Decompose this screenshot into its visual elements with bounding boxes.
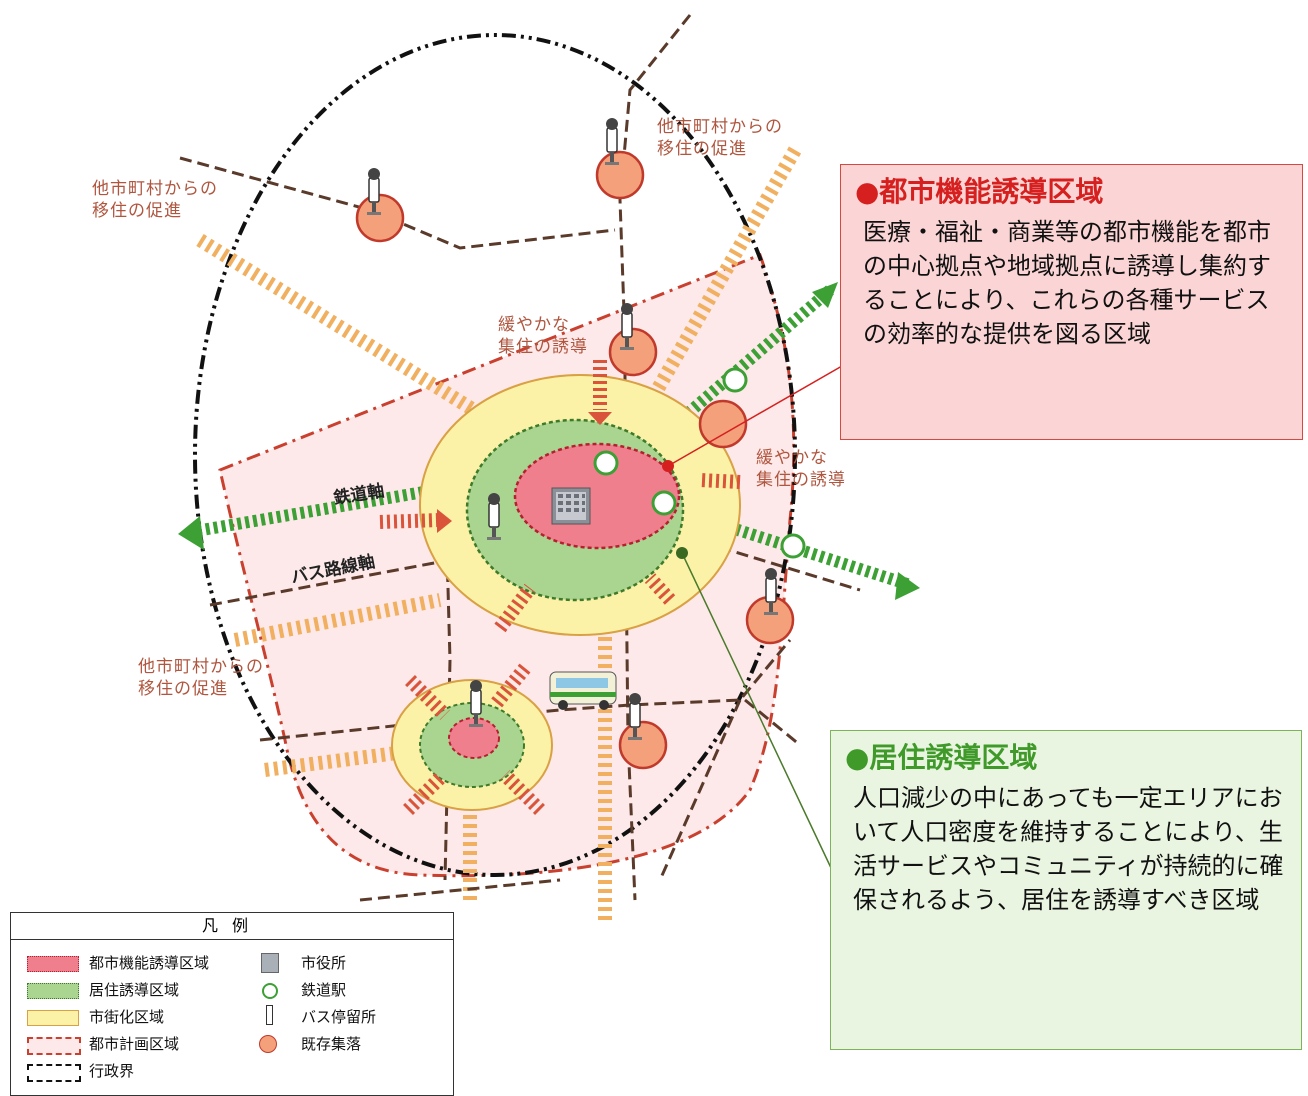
station-circle-icon	[593, 450, 619, 476]
yellow-box-icon	[27, 1010, 79, 1026]
legend: 凡例 都市機能誘導区域 居住誘導区域 市街化区域 都市計画区域 行政界 市役所 …	[10, 912, 454, 1096]
residential-title: ●居住誘導区域	[845, 741, 1038, 774]
urban-function-description: 医療・福祉・商業等の都市機能を都市の中心拠点や地域拠点に誘導し集約することにより…	[863, 218, 1271, 348]
building-icon	[261, 953, 279, 973]
legend-item-label: 都市計画区域	[89, 1035, 180, 1053]
station-circle-icon	[780, 533, 806, 559]
bus-stop-icon	[266, 1005, 273, 1025]
stations	[593, 367, 806, 559]
green-dotted-box-icon	[27, 983, 79, 999]
red-dashdot-box-icon	[27, 1037, 81, 1055]
migration-label-southwest: 他市町村からの 移住の促進	[138, 657, 264, 699]
administrative-boundary	[193, 33, 797, 877]
red-dotted-box-icon	[27, 956, 79, 972]
residential-box-leader-dot	[676, 547, 688, 559]
urban-box-leader-line	[667, 365, 843, 467]
gentle-concentration-label-north: 緩やかな 集住の誘導	[498, 315, 588, 357]
migration-label-north: 他市町村からの 移住の促進	[657, 117, 783, 159]
inward-arrows	[379, 360, 741, 815]
station-circle-icon	[262, 983, 278, 999]
legend-title: 凡例	[11, 913, 453, 940]
settlement-circle-icon	[355, 193, 405, 243]
city-hall-icon	[551, 487, 591, 525]
settlement-circle-icon	[595, 150, 645, 200]
black-dashdot-box-icon	[27, 1064, 81, 1082]
legend-item-label: 鉄道駅	[301, 981, 347, 999]
migration-arrows	[196, 146, 802, 920]
station-circle-icon	[722, 367, 748, 393]
rail-arrowhead-west	[178, 516, 204, 550]
station-circle-icon	[651, 490, 677, 516]
bus-icon	[549, 671, 617, 710]
rail-arrowhead-east	[895, 572, 920, 600]
residential-box-leader-line	[681, 552, 833, 871]
legend-item-label: 市街化区域	[89, 1008, 165, 1026]
settlement-circle-icon	[259, 1035, 277, 1053]
rail-arrowhead-northeast	[812, 282, 838, 308]
settlement-circle-icon	[698, 399, 748, 449]
migration-label-northwest: 他市町村からの 移住の促進	[92, 179, 218, 221]
urban-function-title: ●都市機能誘導区域	[855, 175, 1104, 208]
settlements	[355, 150, 795, 770]
gentle-concentration-label-east: 緩やかな 集住の誘導	[756, 448, 846, 490]
settlement-circle-icon	[608, 327, 658, 377]
legend-item-label: 行政界	[89, 1062, 135, 1080]
urban-function-induction-box: ●都市機能誘導区域 医療・福祉・商業等の都市機能を都市の中心拠点や地域拠点に誘導…	[840, 164, 1303, 440]
legend-item-label: 既存集落	[301, 1035, 362, 1053]
legend-item-label: 居住誘導区域	[89, 981, 180, 999]
urban-box-leader-dot	[662, 460, 674, 472]
legend-item-label: バス停留所	[301, 1008, 377, 1026]
residential-induction-box: ●居住誘導区域 人口減少の中にあっても一定エリアにおいて人口密度を維持することに…	[830, 730, 1302, 1050]
legend-item-label: 市役所	[301, 954, 347, 972]
residential-description: 人口減少の中にあっても一定エリアにおいて人口密度を維持することにより、生活サービ…	[853, 784, 1284, 914]
legend-item-label: 都市機能誘導区域	[89, 954, 210, 972]
settlement-circle-icon	[618, 720, 668, 770]
